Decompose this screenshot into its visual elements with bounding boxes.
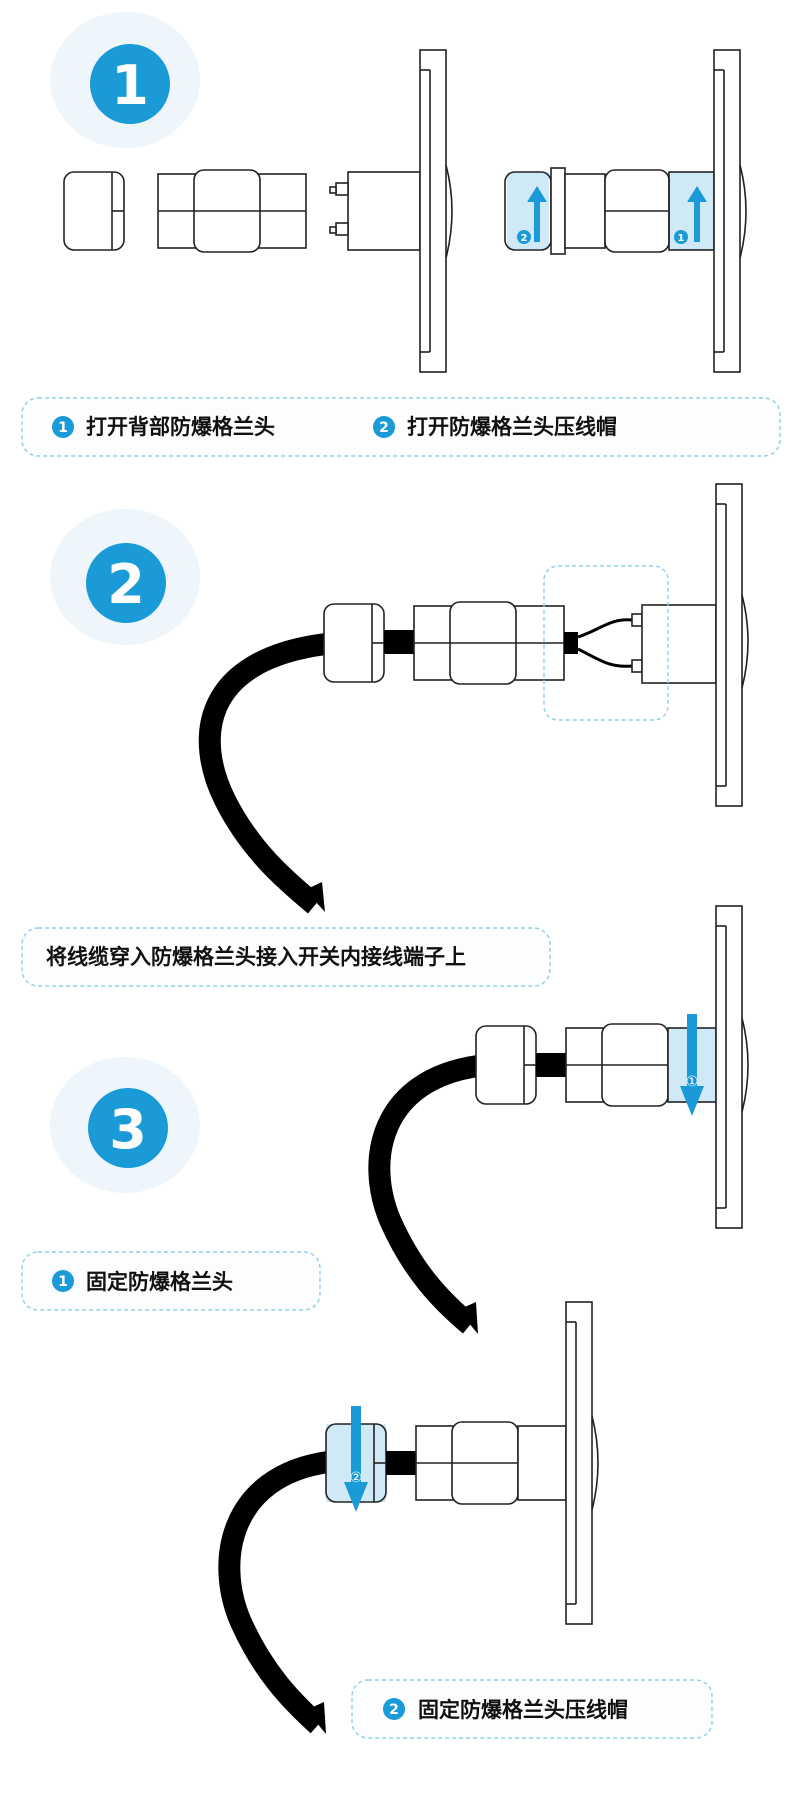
cable-3b [218, 1451, 330, 1734]
caption-3a-text: 固定防爆格兰头 [86, 1270, 233, 1294]
caption-2-text: 将线缆穿入防爆格兰头接入开关内接线端子上 [46, 945, 466, 969]
marker-1-small: 1 [678, 233, 685, 244]
step-3b-caption-box: 2 固定防爆格兰头压线帽 [351, 1679, 713, 1739]
caption-1b-marker: 2 [379, 420, 389, 436]
step-2-caption-box: 将线缆穿入防爆格兰头接入开关内接线端子上 [21, 927, 551, 987]
caption-3b-marker: 2 [389, 1702, 399, 1718]
step-2-number: 2 [107, 553, 145, 616]
marker-2-small: 2 [521, 233, 528, 244]
step-3-section: 3 ① 1 固定防爆格兰头 [21, 905, 749, 1739]
cable-2 [198, 633, 328, 914]
switch-housing-left [329, 49, 453, 373]
arrow-marker-1: ① [686, 1074, 699, 1090]
step-2-badge: 2 [50, 509, 200, 645]
gland-cap [63, 171, 125, 251]
step-2-section: 2 将线缆穿入防爆格兰头接入开关内接线端子上 [21, 483, 749, 987]
cable-3a [368, 1055, 480, 1334]
caption-3b-text: 固定防爆格兰头压线帽 [418, 1698, 628, 1722]
caption-1a-marker: 1 [58, 420, 68, 436]
caption-1a-text: 打开背部防爆格兰头 [86, 415, 275, 439]
step-1-number: 1 [111, 54, 149, 117]
step-1-caption-box: 1 打开背部防爆格兰头 2 打开防爆格兰头压线帽 [21, 397, 781, 457]
gland-body [157, 169, 307, 253]
step-3-number: 3 [109, 1098, 147, 1161]
arrow-marker-2: ② [350, 1470, 363, 1486]
step-1-badge: 1 [50, 12, 200, 148]
caption-3a-marker: 1 [58, 1274, 68, 1290]
step-3-badge: 3 [50, 1057, 200, 1193]
step-3a-caption-box: 1 固定防爆格兰头 [21, 1251, 321, 1311]
assembled-view-1: 2 1 [504, 49, 747, 373]
step-1-section: 1 [21, 12, 781, 457]
caption-1b-text: 打开防爆格兰头压线帽 [407, 415, 617, 439]
